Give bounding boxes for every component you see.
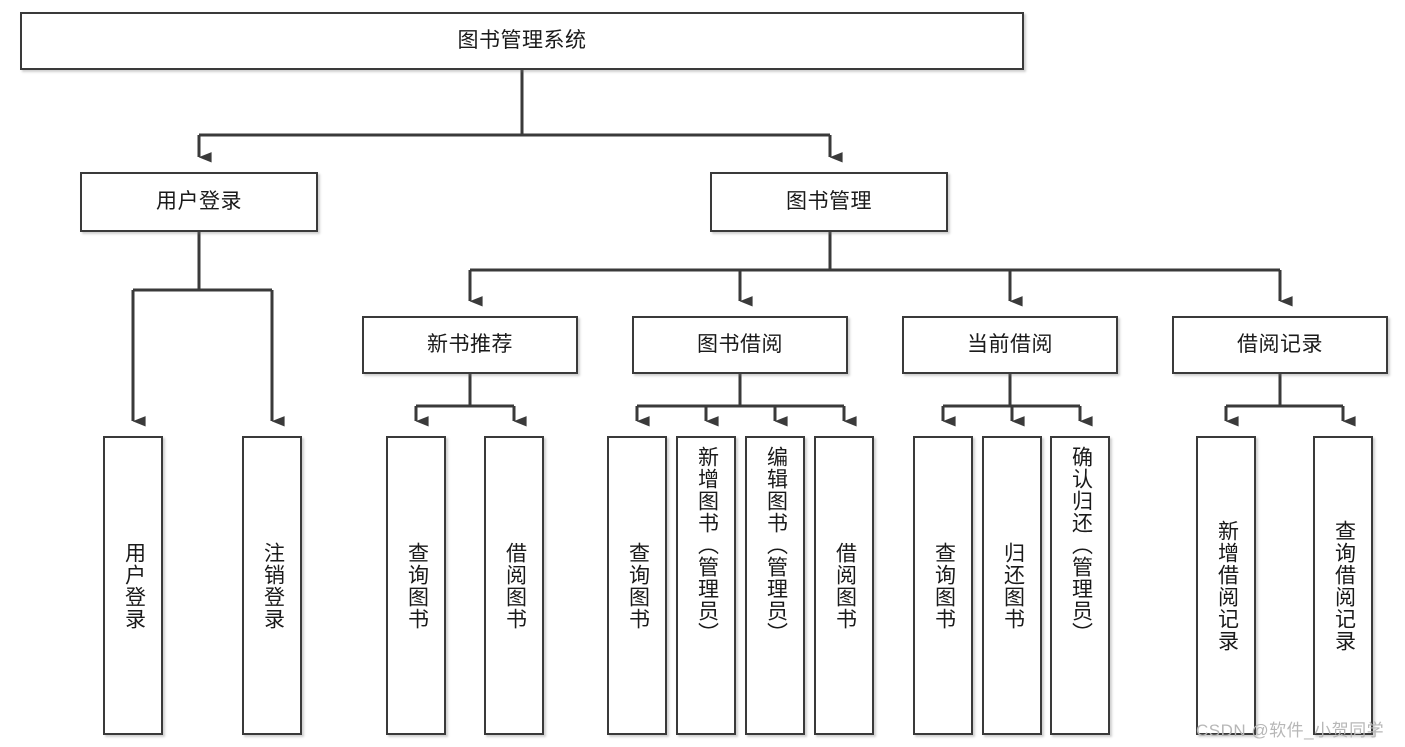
node-leaf-query-book-recommend[interactable]: 查询图书 bbox=[386, 436, 446, 735]
node-label: 新增借阅记录 bbox=[1215, 519, 1239, 652]
node-label: 查询图书 bbox=[405, 541, 429, 630]
node-leaf-query-borrow-record[interactable]: 查询借阅记录 bbox=[1313, 436, 1373, 735]
node-book-manage[interactable]: 图书管理 bbox=[710, 172, 948, 232]
node-label: 归还图书 bbox=[1001, 541, 1025, 630]
node-leaf-borrow-book-recommend[interactable]: 借阅图书 bbox=[484, 436, 544, 735]
node-leaf-confirm-return-admin[interactable]: 确认归还（管理员） bbox=[1050, 436, 1110, 735]
node-book-borrow[interactable]: 图书借阅 bbox=[632, 316, 848, 374]
node-label: 图书借阅 bbox=[697, 332, 783, 356]
node-label: 新书推荐 bbox=[427, 332, 513, 356]
node-label: 查询借阅记录 bbox=[1332, 519, 1356, 652]
node-borrow-record[interactable]: 借阅记录 bbox=[1172, 316, 1388, 374]
node-leaf-return-book[interactable]: 归还图书 bbox=[982, 436, 1042, 735]
node-label: 用户登录 bbox=[156, 189, 242, 213]
node-label: 用户登录 bbox=[122, 541, 146, 630]
node-leaf-query-book-borrow[interactable]: 查询图书 bbox=[607, 436, 667, 735]
node-label: 借阅记录 bbox=[1237, 332, 1323, 356]
csdn-watermark: CSDN @软件_小贺同学 bbox=[1196, 721, 1385, 740]
node-leaf-edit-book-admin[interactable]: 编辑图书（管理员） bbox=[745, 436, 805, 735]
node-leaf-add-borrow-record[interactable]: 新增借阅记录 bbox=[1196, 436, 1256, 735]
node-label: 当前借阅 bbox=[967, 332, 1053, 356]
node-label: 查询图书 bbox=[932, 541, 956, 630]
node-label: 图书管理系统 bbox=[457, 28, 587, 52]
node-label: 编辑图书（管理员） bbox=[764, 446, 788, 644]
node-leaf-borrow-book[interactable]: 借阅图书 bbox=[814, 436, 874, 735]
node-leaf-add-book-admin[interactable]: 新增图书（管理员） bbox=[676, 436, 736, 735]
node-root-system[interactable]: 图书管理系统 bbox=[20, 12, 1024, 70]
node-leaf-user-logout[interactable]: 注销登录 bbox=[242, 436, 302, 735]
node-user-login[interactable]: 用户登录 bbox=[80, 172, 318, 232]
node-label: 查询图书 bbox=[626, 541, 650, 630]
node-label: 借阅图书 bbox=[833, 541, 857, 630]
node-label: 注销登录 bbox=[261, 541, 285, 630]
node-label: 新增图书（管理员） bbox=[695, 446, 719, 644]
node-label: 借阅图书 bbox=[503, 541, 527, 630]
node-current-borrow[interactable]: 当前借阅 bbox=[902, 316, 1118, 374]
node-leaf-user-login[interactable]: 用户登录 bbox=[103, 436, 163, 735]
node-leaf-query-book-current[interactable]: 查询图书 bbox=[913, 436, 973, 735]
node-label: 图书管理 bbox=[786, 189, 872, 213]
node-label: 确认归还（管理员） bbox=[1069, 446, 1093, 644]
node-new-book-recommend[interactable]: 新书推荐 bbox=[362, 316, 578, 374]
